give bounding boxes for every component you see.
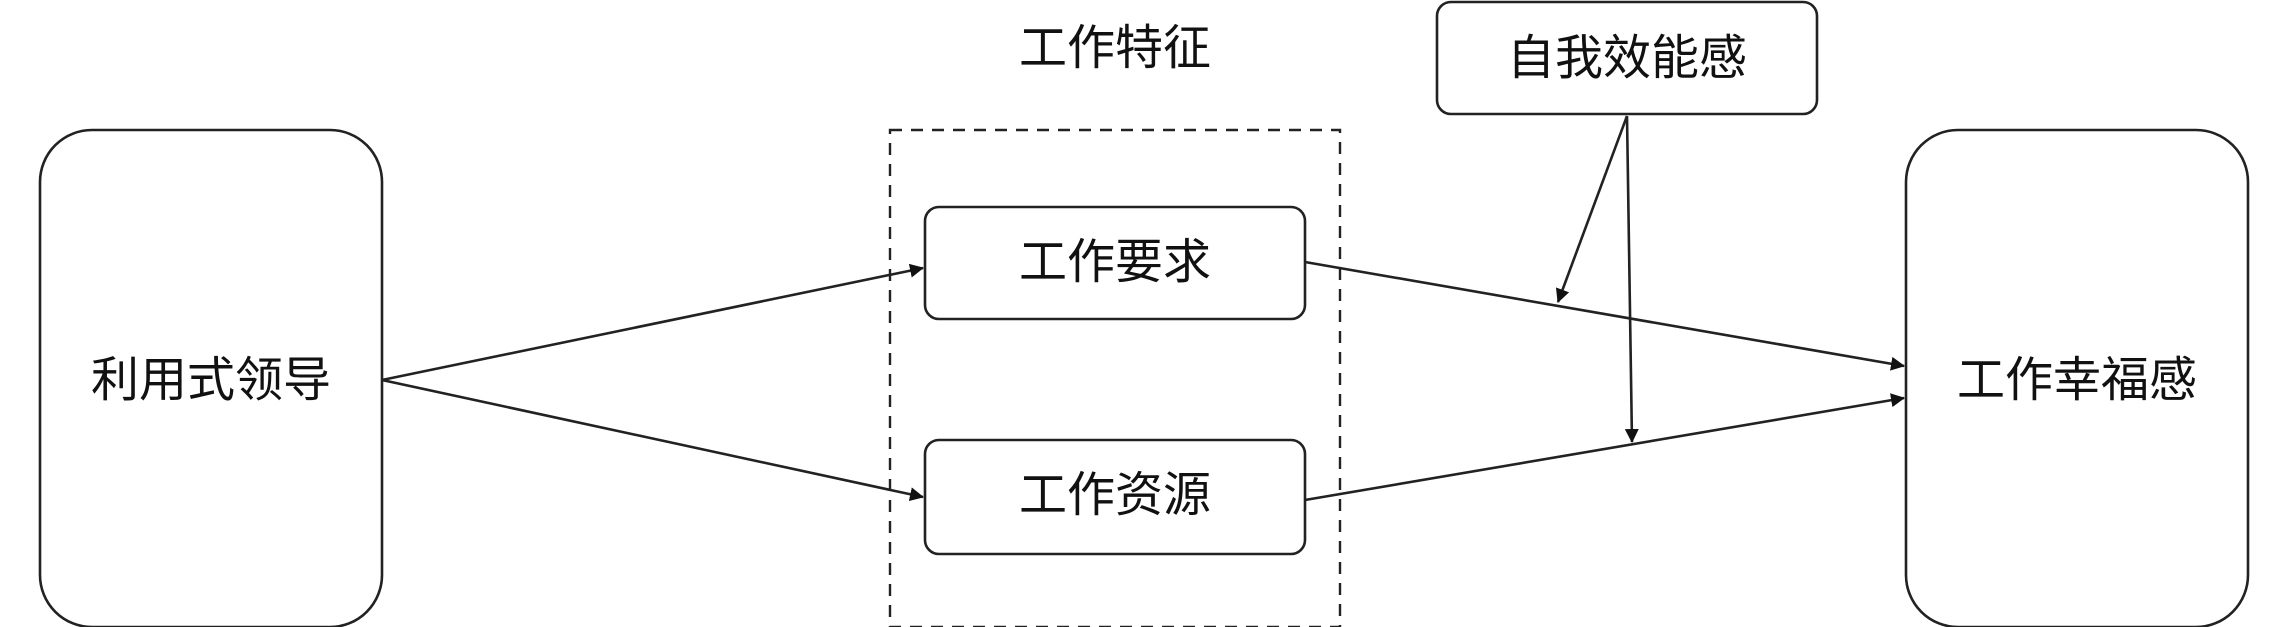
node-job-resources: 工作资源 (923, 438, 1307, 556)
job-characteristics-title: 工作特征 (1019, 20, 1211, 76)
edge-self-efficacy-moderates-resources-path (1624, 115, 1639, 443)
self-efficacy-label: 自我效能感 (1507, 30, 1747, 86)
job-characteristics-group: 工作特征 (888, 20, 1342, 627)
self-efficacy-box (1435, 0, 1819, 116)
exploitative-leadership-box (38, 128, 384, 627)
job-characteristics-dashed-box (888, 128, 1342, 627)
edge-leadership-to-job-resources (381, 378, 924, 502)
node-self-efficacy: 自我效能感 (1435, 0, 1819, 116)
edge-leadership-to-job-demands (381, 263, 924, 382)
node-work-wellbeing: 工作幸福感 (1904, 128, 2250, 627)
edge-self-efficacy-moderates-demands-path (1555, 115, 1629, 303)
node-job-demands: 工作要求 (923, 205, 1307, 321)
job-demands-label: 工作要求 (1019, 234, 1211, 290)
node-exploitative-leadership: 利用式领导 (38, 128, 384, 627)
job-resources-label: 工作资源 (1019, 467, 1211, 523)
job-resources-box (923, 438, 1307, 556)
work-wellbeing-box (1904, 128, 2250, 627)
exploitative-leadership-label: 利用式领导 (91, 352, 331, 408)
edge-job-resources-to-work-wellbeing (1304, 393, 1905, 502)
edge-job-demands-to-work-wellbeing (1304, 260, 1905, 371)
work-wellbeing-label: 工作幸福感 (1957, 352, 2197, 408)
